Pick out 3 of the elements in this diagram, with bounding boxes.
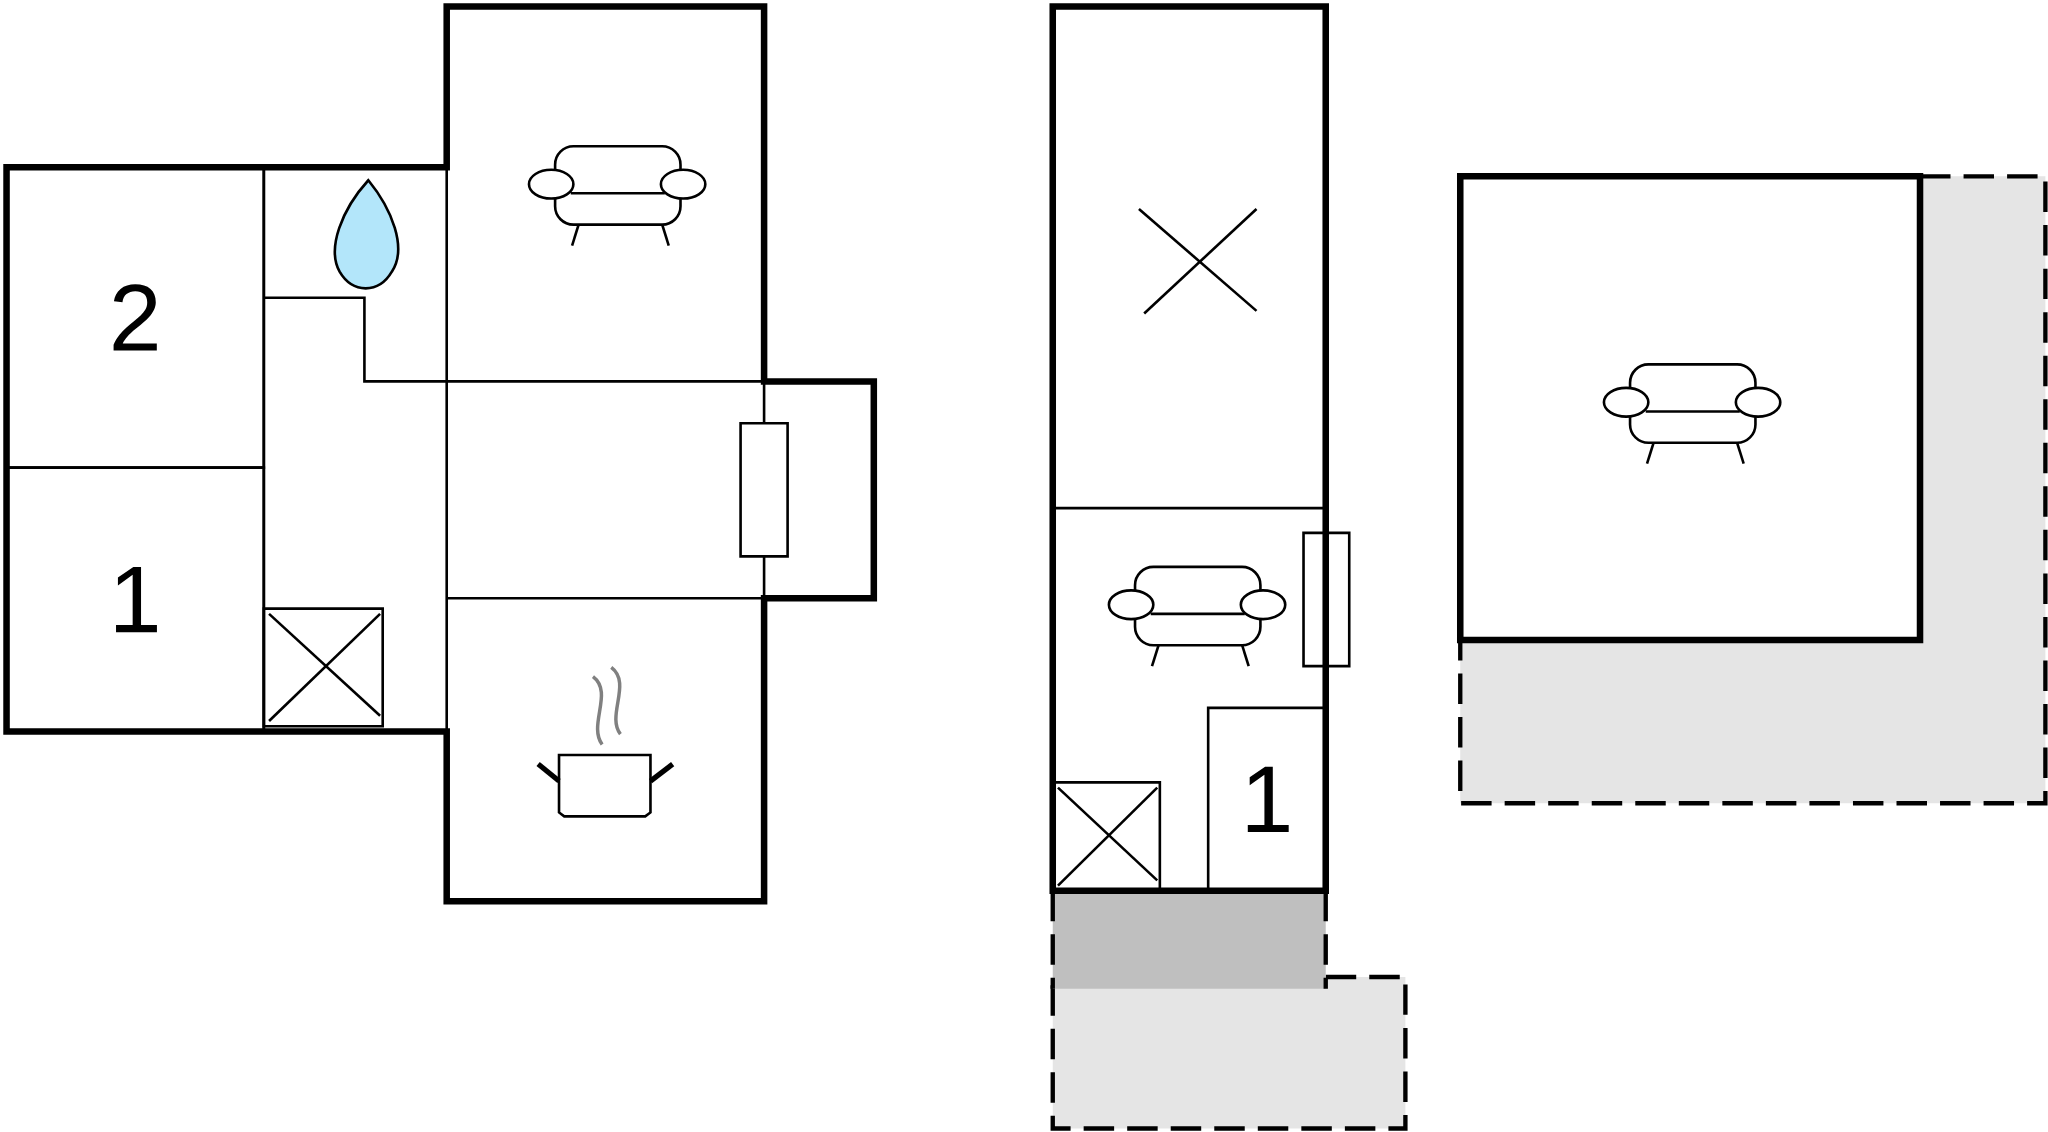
room-box: 1: [1206, 706, 1328, 892]
room-box: 1: [5, 466, 266, 733]
node-label: 2: [113, 284, 157, 351]
